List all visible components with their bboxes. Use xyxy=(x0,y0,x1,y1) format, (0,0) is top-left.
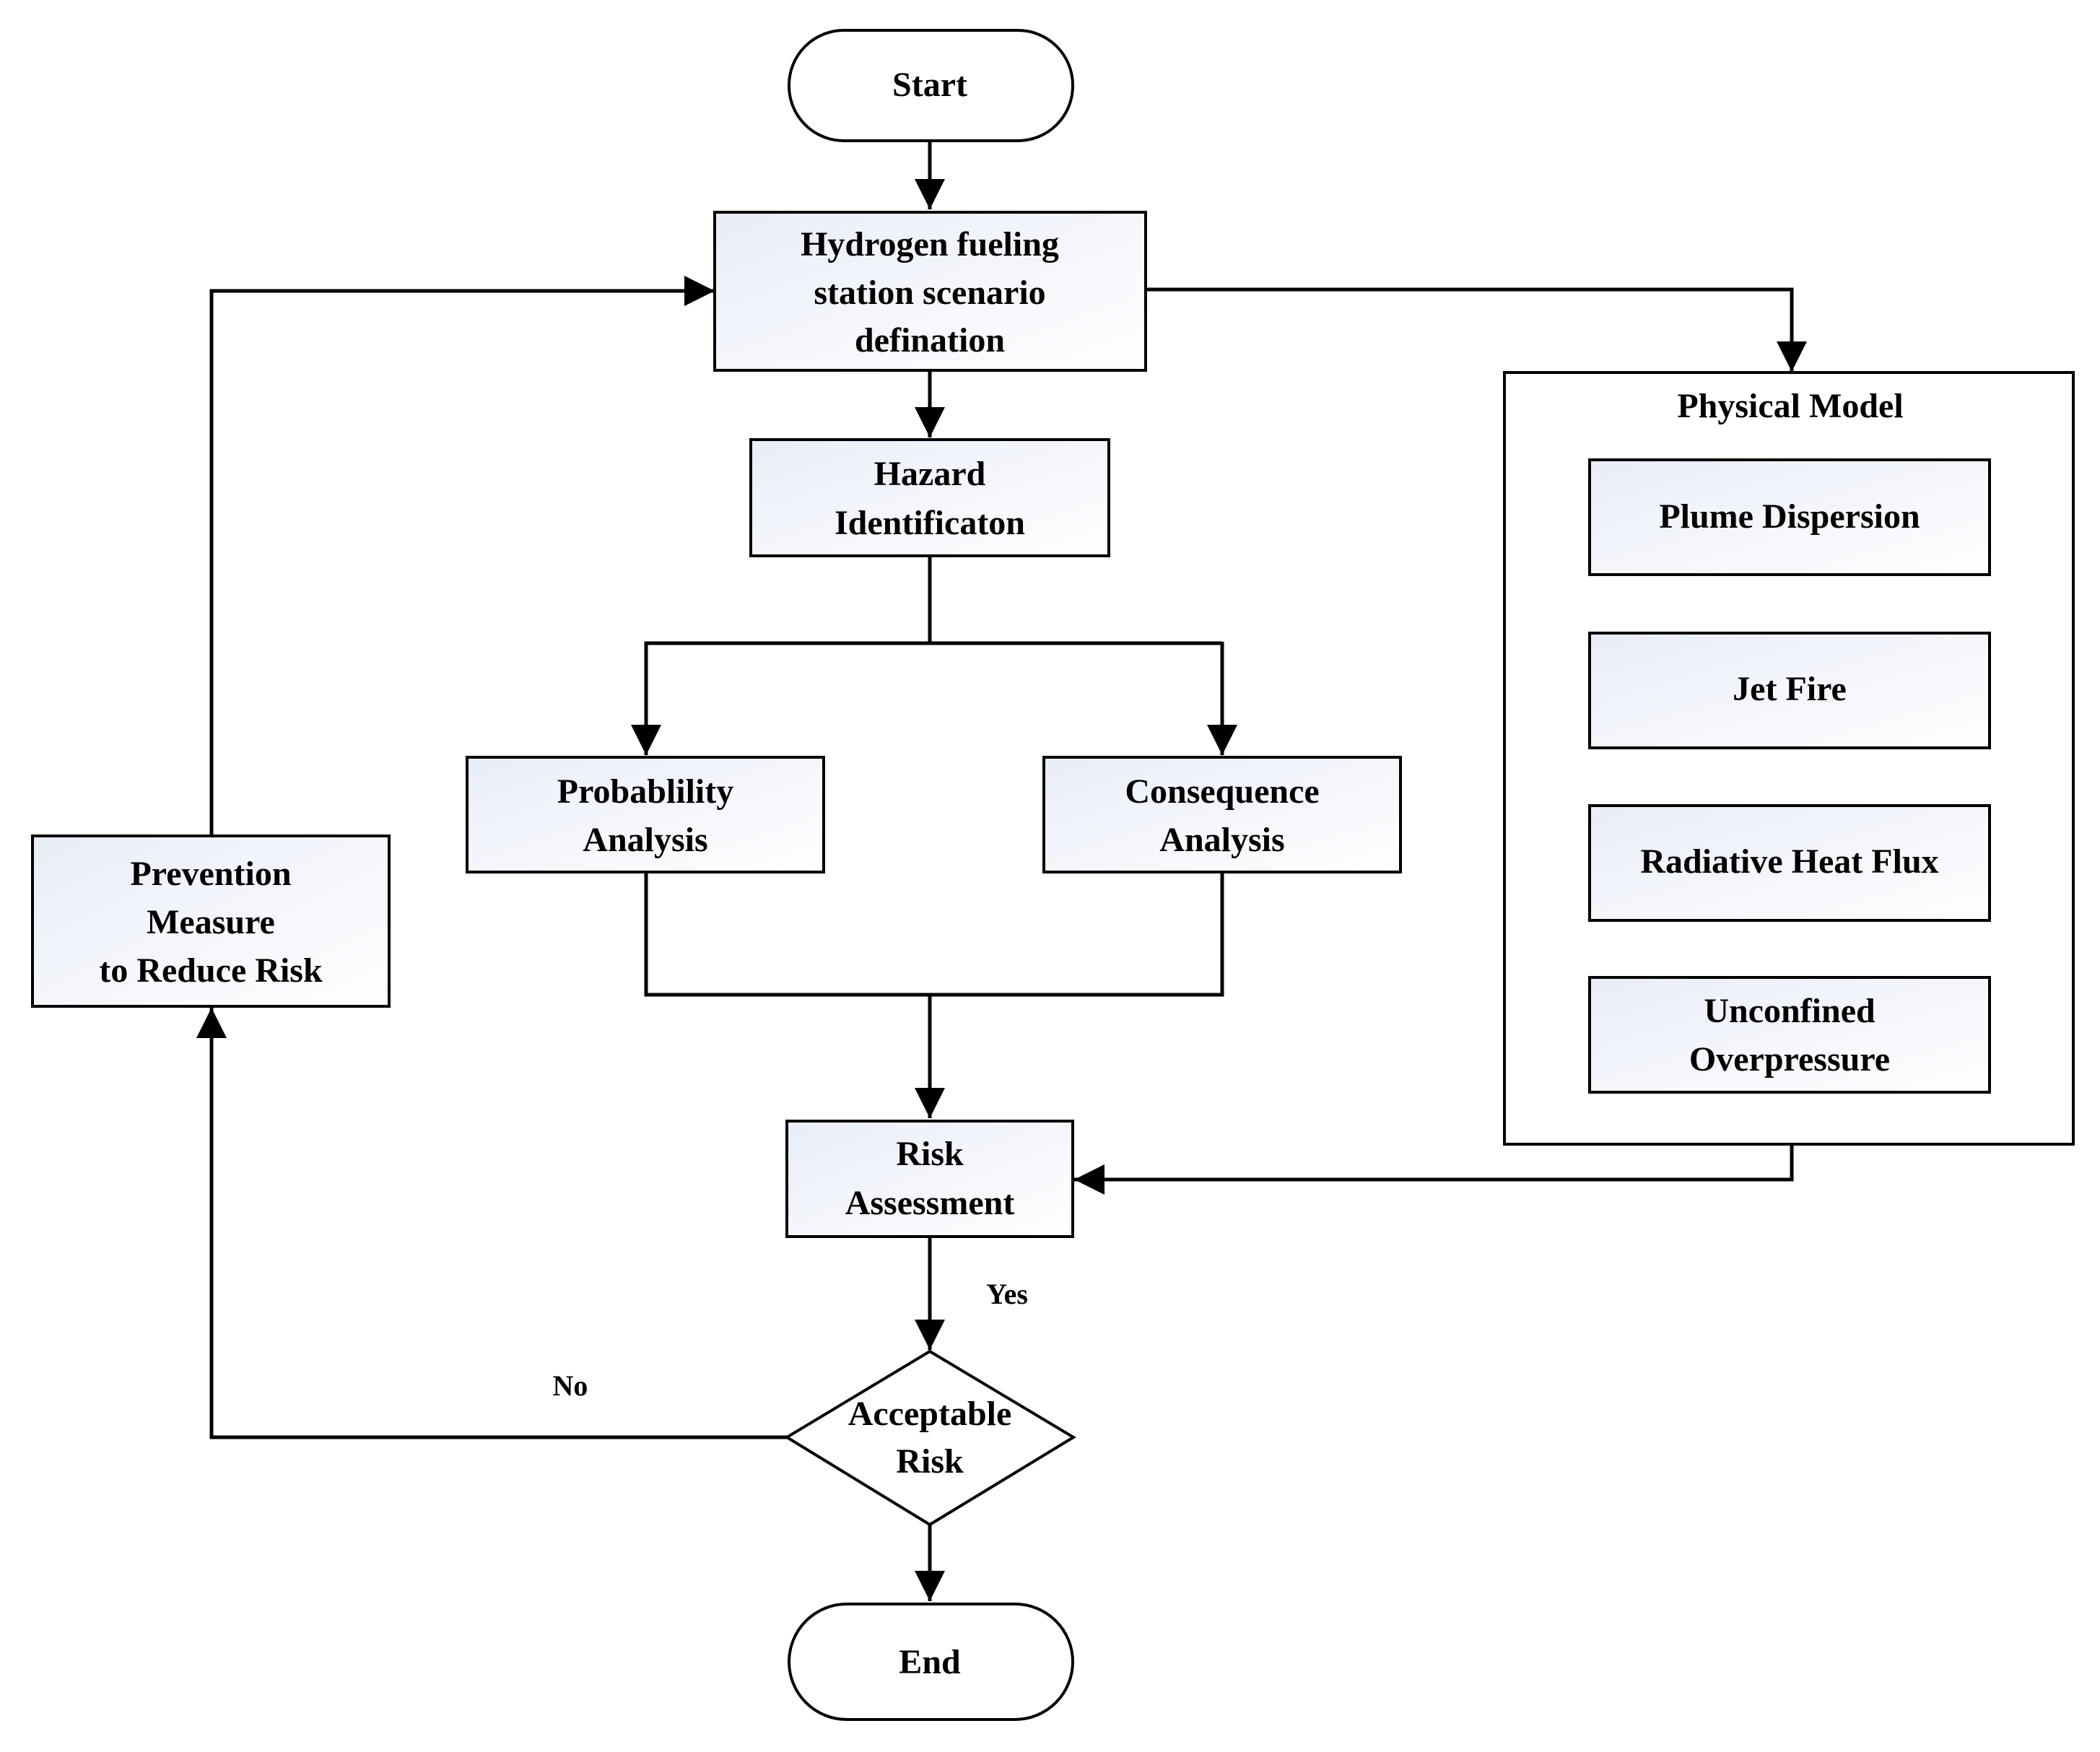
hazard-label-line-2: Identificaton xyxy=(835,504,1025,542)
risk-assessment-label-line-2: Assessment xyxy=(845,1184,1015,1222)
probability-label-line-1: Probablility xyxy=(557,772,733,811)
jet-fire-label: Jet Fire xyxy=(1733,670,1847,708)
unconfined-overpressure-label-line-1: Unconfined xyxy=(1704,992,1875,1030)
scenario-label-line-1: Hydrogen fueling xyxy=(801,225,1059,263)
scenario-label-line-2: station scenario xyxy=(814,274,1045,312)
scenario-label-line-3: defination xyxy=(855,321,1005,359)
risk-assessment-label-line-1: Risk xyxy=(896,1135,964,1173)
radiative-heat-flux-label: Radiative Heat Flux xyxy=(1640,842,1938,881)
line-analysis-merge xyxy=(644,872,1224,997)
decision-label-line-1: Acceptable xyxy=(848,1395,1012,1433)
start-node: Start xyxy=(788,29,1074,142)
arrow-physical-model-to-risk xyxy=(1074,1144,1794,1195)
prevention-measure-box: Prevention Measure to Reduce Risk xyxy=(31,834,391,1008)
decision-label-line-2: Risk xyxy=(896,1442,964,1481)
arrow-decision-to-prevention xyxy=(196,1008,787,1439)
connectors xyxy=(196,141,1807,1601)
end-node: End xyxy=(788,1603,1074,1721)
arrow-prevention-to-scenario xyxy=(209,276,715,836)
physical-model-item-jet-fire: Jet Fire xyxy=(1588,632,1991,749)
physical-model-title: Physical Model xyxy=(1677,387,1903,425)
consequence-label-line-2: Analysis xyxy=(1159,821,1284,859)
end-label: End xyxy=(899,1643,961,1681)
yes-edge-label: Yes xyxy=(986,1278,1028,1310)
plume-dispersion-label: Plume Dispersion xyxy=(1659,497,1920,536)
scenario-definition-box: Hydrogen fueling station scenario defina… xyxy=(713,211,1147,372)
hazard-identification-box: Hazard Identificaton xyxy=(749,438,1110,557)
consequence-label-line-1: Consequence xyxy=(1125,772,1319,811)
prevention-label-line-3: to Reduce Risk xyxy=(99,951,323,990)
line-hazard-split xyxy=(645,556,1222,645)
physical-model-container: Physical Model Plume Dispersion Jet Fire… xyxy=(1503,371,2075,1146)
risk-assessment-box: Risk Assessment xyxy=(785,1120,1074,1238)
unconfined-overpressure-label-line-2: Overpressure xyxy=(1689,1040,1890,1078)
start-label: Start xyxy=(892,66,967,104)
prevention-label-line-2: Measure xyxy=(147,903,275,941)
probability-analysis-box: Probablility Analysis xyxy=(466,756,825,873)
no-edge-label: No xyxy=(553,1369,588,1402)
hazard-label-line-1: Hazard xyxy=(874,455,986,493)
physical-model-item-radiative-heat-flux: Radiative Heat Flux xyxy=(1588,804,1991,922)
physical-model-item-unconfined-overpressure: Unconfined Overpressure xyxy=(1588,976,1991,1094)
probability-label-line-2: Analysis xyxy=(583,821,707,859)
acceptable-risk-decision: Acceptable Risk xyxy=(784,1349,1076,1527)
consequence-analysis-box: Consequence Analysis xyxy=(1042,756,1402,873)
prevention-label-line-1: Prevention xyxy=(130,855,291,893)
physical-model-item-plume-dispersion: Plume Dispersion xyxy=(1588,458,1991,576)
arrow-scenario-to-physical-model xyxy=(1146,287,1807,372)
